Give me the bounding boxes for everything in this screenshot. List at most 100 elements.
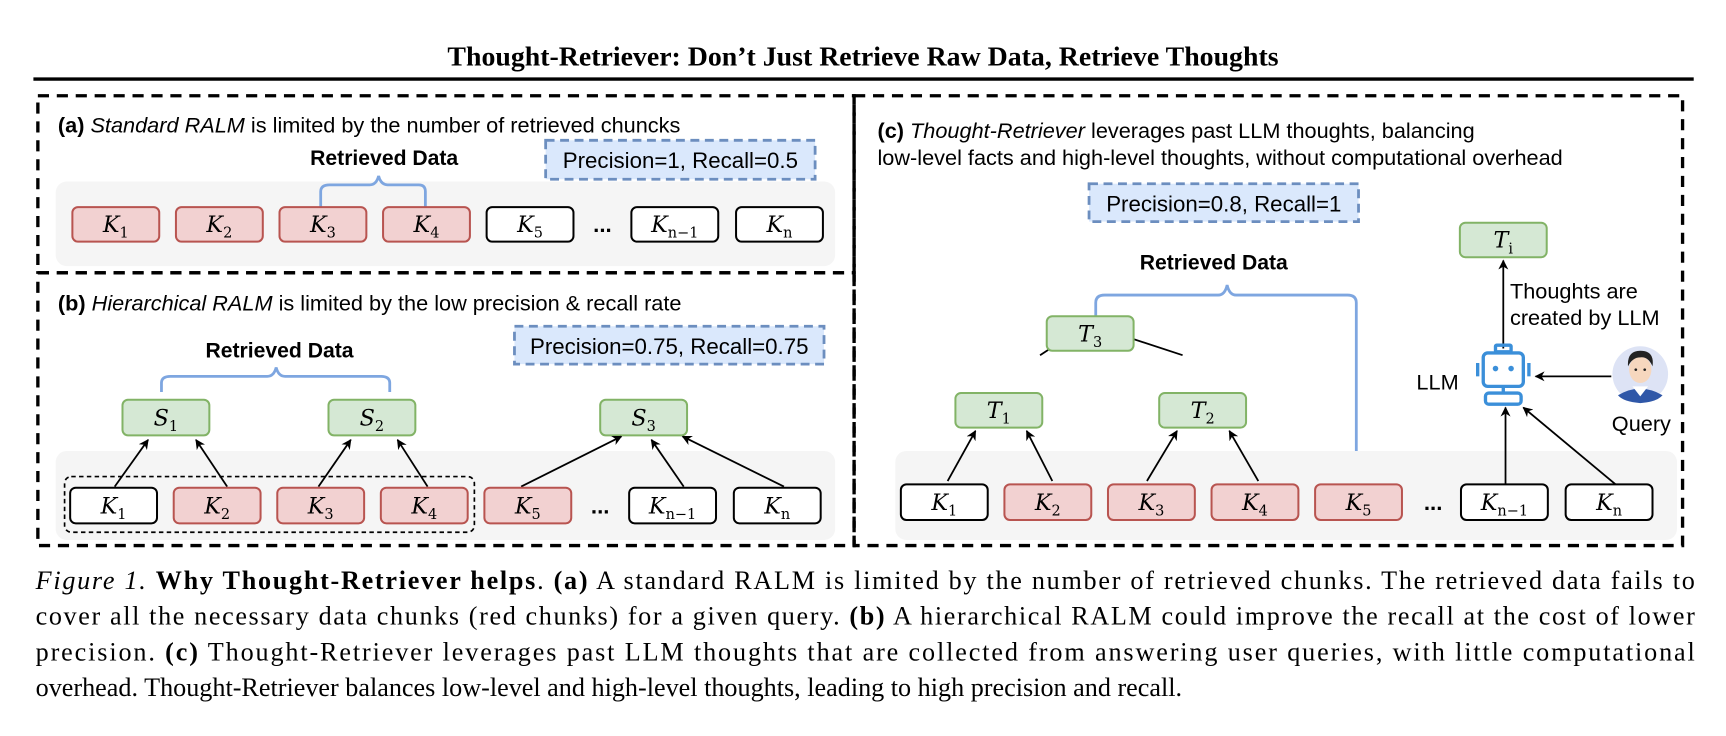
chunk-row-c: K1 K2 K3 K4 K5 Kn−1 Kn... <box>899 483 1654 521</box>
node-label: K2 <box>203 493 230 523</box>
node-label: S3 <box>631 405 655 435</box>
panel-c: (c) Thought-Retriever leverages past LLM… <box>877 118 1678 541</box>
node-label: T2 <box>1191 398 1215 428</box>
caption-line: overhead. Thought-Retriever balances low… <box>36 673 1182 702</box>
node-label: K1 <box>100 493 127 523</box>
retrieved-label-c: Retrieved Data <box>1140 251 1288 274</box>
chunk: K1 <box>899 483 989 521</box>
caption-line: Figure 1. Why Thought-Retriever helps. (… <box>35 566 1695 595</box>
chunk-retrieved: K3 <box>276 486 366 525</box>
node-label: Kn−1 <box>648 493 696 523</box>
chunk: Kn <box>732 486 822 525</box>
chunk-retrieved: K1 <box>71 206 161 243</box>
thoughts-note-line1: Thoughts are <box>1510 278 1638 303</box>
panel-a: (a) Standard RALM is limited by the numb… <box>55 113 836 267</box>
node-label: K1 <box>930 490 957 520</box>
chunk: Kn−1 <box>1459 483 1549 521</box>
arrows-b <box>113 435 785 488</box>
svg-text:Precision=1, Recall=0.5: Precision=1, Recall=0.5 <box>563 148 798 173</box>
chunk-row-b: K1 K2 K3 K4 K5 Kn−1 Kn... <box>69 486 822 525</box>
node-label: S1 <box>154 405 178 435</box>
panel-c-frame <box>852 94 1685 548</box>
node-label: K4 <box>413 212 440 242</box>
node-label: K5 <box>1345 490 1372 520</box>
figure-caption: Figure 1. Why Thought-Retriever helps. (… <box>35 566 1695 702</box>
chunk: K1 <box>69 486 159 525</box>
user-avatar-icon <box>1612 346 1669 404</box>
summary-nodes-b: S1 S2 S3 <box>121 398 689 437</box>
svg-text:Precision=0.8, Recall=1: Precision=0.8, Recall=1 <box>1106 192 1341 217</box>
panel-c-heading-line2: low-level facts and high-level thoughts,… <box>877 145 1562 170</box>
summary-node: S2 <box>327 398 417 437</box>
chunk: Kn−1 <box>630 206 720 243</box>
node-label: K4 <box>410 493 437 523</box>
node-label: K3 <box>1137 490 1164 520</box>
panel-b: (b) Hierarchical RALM is limited by the … <box>55 291 836 541</box>
robot-icon <box>1476 343 1531 406</box>
summary-node: S3 <box>599 398 689 437</box>
metric-box-b: Precision=0.75, Recall=0.75 <box>513 324 826 366</box>
metric-box-a: Precision=1, Recall=0.5 <box>544 138 817 181</box>
chunk-retrieved: K2 <box>1003 483 1093 521</box>
node-label: T3 <box>1078 321 1102 351</box>
chunk: Kn <box>1564 483 1654 521</box>
ellipsis: ... <box>591 493 610 518</box>
arrows-c <box>946 259 1618 487</box>
chunk-retrieved: K5 <box>1314 483 1403 521</box>
node-label: K3 <box>307 493 334 523</box>
chunk-row-a: K1 K2 K3 K4 K5 Kn−1 Kn... <box>71 206 824 243</box>
thought-node: Ti <box>1458 221 1548 259</box>
chunk: Kn−1 <box>628 486 718 525</box>
ellipsis: ... <box>1424 490 1443 515</box>
caption-line: cover all the necessary data chunks (red… <box>36 602 1695 631</box>
chunk-retrieved: K5 <box>483 486 573 525</box>
retrieved-label-b: Retrieved Data <box>205 339 353 362</box>
brace-a <box>319 175 427 208</box>
node-label: Kn−1 <box>650 212 698 242</box>
node-label: K5 <box>514 493 541 523</box>
node-label: Kn−1 <box>1480 490 1528 520</box>
summary-node: S1 <box>121 398 211 437</box>
panel-frames <box>36 94 1685 548</box>
node-label: Kn <box>765 212 792 242</box>
chunk-retrieved: K4 <box>382 206 471 243</box>
node-label: T1 <box>987 398 1011 428</box>
query-label: Query <box>1612 411 1671 436</box>
thought-node: T1 <box>954 392 1044 429</box>
svg-text:Precision=0.75, Recall=0.75: Precision=0.75, Recall=0.75 <box>530 334 809 359</box>
node-label: K4 <box>1241 490 1268 520</box>
brace-c <box>1094 284 1358 459</box>
panel-c-heading-line1: (c) Thought-Retriever leverages past LLM… <box>877 118 1474 143</box>
retrieved-label-a: Retrieved Data <box>310 147 458 170</box>
panel-a-heading: (a) Standard RALM is limited by the numb… <box>58 113 681 138</box>
chunk-retrieved: K2 <box>174 206 264 243</box>
metric-box-c: Precision=0.8, Recall=1 <box>1087 182 1360 223</box>
llm-label: LLM <box>1416 370 1458 395</box>
chunk-retrieved: K4 <box>1210 483 1300 521</box>
figure-title: Thought-Retriever: Don’t Just Retrieve R… <box>447 42 1278 73</box>
node-label: K5 <box>516 212 543 242</box>
cluster-outline-b <box>63 475 476 534</box>
thoughts-note-line2: created by LLM <box>1510 305 1660 330</box>
node-label: K2 <box>1034 490 1061 520</box>
thought-nodes-c: T1 T2 T3 Ti <box>954 221 1548 429</box>
node-label: K2 <box>205 212 232 242</box>
node-label: Kn <box>1595 490 1622 520</box>
thought-node: T3 <box>1045 315 1135 352</box>
panel-b-heading: (b) Hierarchical RALM is limited by the … <box>58 291 682 316</box>
chunk-retrieved: K3 <box>278 206 368 243</box>
node-label: Ti <box>1494 228 1514 258</box>
ellipsis: ... <box>593 212 612 237</box>
chunk-retrieved: K4 <box>379 486 469 525</box>
chunk-retrieved: K2 <box>172 486 262 525</box>
brace-b <box>160 367 392 392</box>
thought-node: T2 <box>1158 392 1248 429</box>
node-label: K3 <box>309 212 336 242</box>
node-label: K1 <box>102 212 129 242</box>
chunk: K5 <box>485 206 575 243</box>
node-label: Kn <box>763 493 790 523</box>
node-label: S2 <box>360 405 384 435</box>
caption-line: precision. (c) Thought-Retriever leverag… <box>36 637 1695 666</box>
chunk-retrieved: K3 <box>1106 483 1196 521</box>
